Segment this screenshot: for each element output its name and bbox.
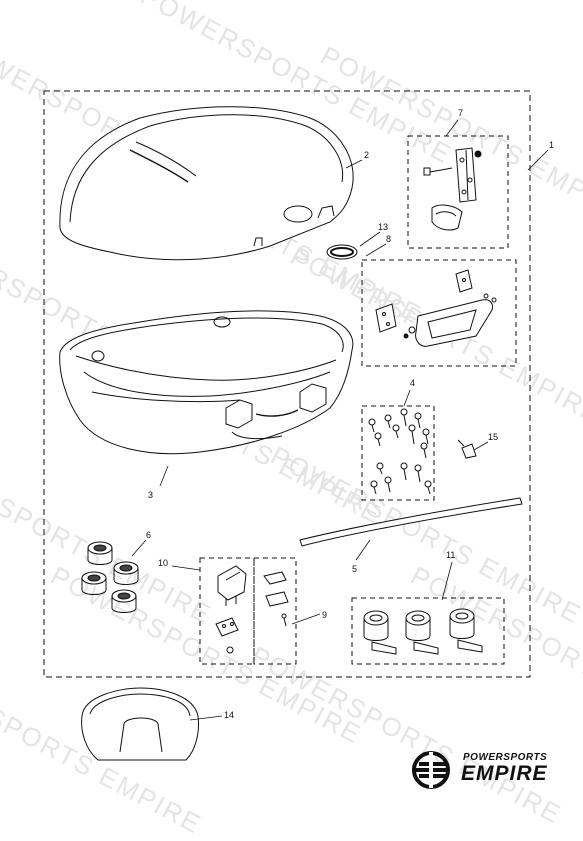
lock-group-box — [351, 597, 505, 665]
kit-boundary — [43, 90, 531, 678]
callout-9: 9 — [322, 610, 327, 620]
callout-labels: 1 2 3 4 5 6 7 8 9 10 11 13 14 15 — [146, 108, 554, 720]
powersports-empire-logo: POWERSPORTS EMPIRE — [411, 746, 561, 792]
emblem-inner — [330, 247, 354, 257]
callout-6: 6 — [146, 530, 151, 540]
empire-emblem-icon — [412, 751, 450, 789]
bracket-part — [263, 571, 289, 627]
diagram-svg: 1 2 3 4 5 6 7 8 9 10 11 13 14 15 — [43, 90, 554, 761]
clip-part-tab — [457, 439, 465, 447]
callout-11: 11 — [446, 550, 455, 560]
callout-10: 10 — [158, 558, 168, 568]
callout-15: 15 — [488, 432, 498, 442]
latch-part — [215, 565, 247, 654]
seal-strip-part — [299, 497, 523, 547]
latch-group-box — [199, 557, 255, 665]
callout-8: 8 — [386, 234, 391, 244]
logo-line-1: POWERSPORTS — [463, 752, 548, 763]
grommets-part — [81, 541, 139, 613]
clip-part — [461, 443, 477, 459]
callout-14: 14 — [224, 710, 234, 720]
callout-3: 3 — [148, 490, 153, 500]
base-part — [59, 310, 354, 455]
lid-part — [59, 106, 354, 261]
callout-2: 2 — [364, 150, 369, 160]
lock-cylinders-part — [363, 608, 483, 655]
callout-4: 4 — [410, 378, 415, 388]
callout-5: 5 — [352, 564, 357, 574]
leader-lines — [131, 119, 549, 721]
handle-part — [375, 269, 497, 347]
hinge-part — [423, 147, 482, 231]
screw-group-box — [361, 405, 435, 501]
logo-line-2: EMPIRE — [461, 762, 548, 785]
hinge-group-box — [407, 135, 509, 249]
backrest-pad-part — [81, 687, 199, 761]
callout-1: 1 — [549, 140, 554, 150]
callout-7: 7 — [458, 108, 463, 118]
callout-13: 13 — [378, 222, 388, 232]
bracket-group-box — [253, 557, 297, 665]
screws-part — [368, 408, 432, 495]
handle-group-box — [361, 259, 517, 367]
